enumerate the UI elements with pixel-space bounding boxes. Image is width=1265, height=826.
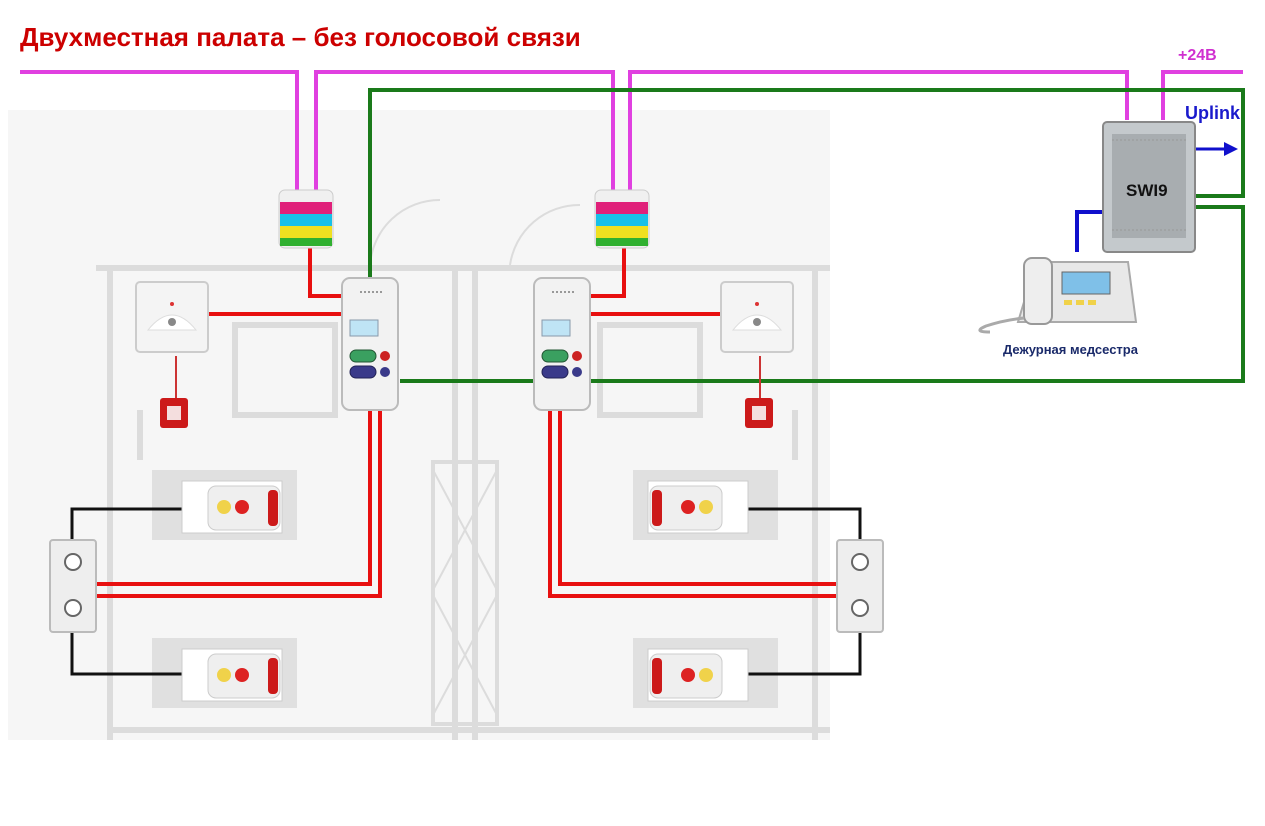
corridor-lamp-left-icon	[278, 189, 334, 249]
nurse-station-label: Дежурная медсестра	[1003, 342, 1139, 357]
bed-call-unit-right-bottom-icon	[647, 648, 749, 702]
room-controller-right-icon	[533, 277, 591, 411]
reset-button-left-icon	[160, 398, 188, 428]
uplink-label: Uplink	[1185, 103, 1241, 123]
pull-cord-unit-left-icon	[135, 281, 209, 353]
nurse-console-icon	[978, 257, 1138, 334]
bed-call-unit-left-top-icon	[181, 480, 283, 534]
bed-socket-right-icon	[836, 539, 884, 633]
call-lines	[96, 248, 840, 598]
nurse-console-cable	[1075, 210, 1104, 252]
corridor-lamp-right-icon	[594, 189, 650, 249]
power-lines	[20, 70, 1243, 190]
network-lines	[368, 88, 1245, 383]
bed-socket-left-icon	[49, 539, 97, 633]
network-switch-icon	[1102, 121, 1196, 253]
pull-cord-unit-right-icon	[720, 281, 794, 353]
floor-plan	[8, 110, 830, 740]
bed-call-unit-right-top-icon	[647, 480, 749, 534]
diagram-title: Двухместная палата – без голосовой связи	[20, 22, 581, 52]
power-label: +24В	[1178, 47, 1217, 64]
reset-button-right-icon	[745, 398, 773, 428]
switch-label: SWI9	[1126, 181, 1168, 200]
bed-call-unit-left-bottom-icon	[181, 648, 283, 702]
uplink-arrow	[1192, 142, 1238, 156]
room-controller-left-icon	[341, 277, 399, 411]
